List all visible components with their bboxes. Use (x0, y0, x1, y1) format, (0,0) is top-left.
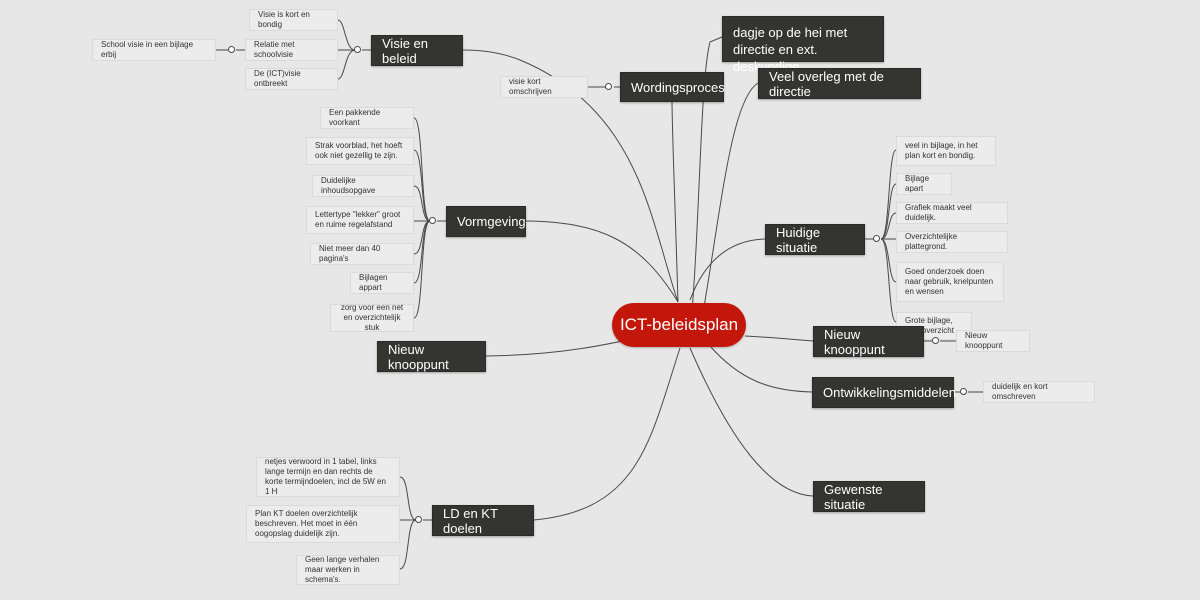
topic-label: Gewenste situatie (824, 481, 883, 512)
subtopic[interactable]: zorg voor een net en overzichtelijk stuk (330, 303, 414, 332)
topic-nieuw-knooppunt-right[interactable]: Nieuw knooppunt (813, 326, 924, 357)
collapse-toggle[interactable] (873, 235, 880, 242)
topic-veel-overleg[interactable]: Veel overleg met de directie (758, 68, 921, 99)
subtopic[interactable]: Visie is kort en bondig (249, 9, 338, 31)
subtopic[interactable]: Relatie met schoolvisie (245, 39, 338, 61)
link-ldkt (533, 347, 681, 521)
topic-label: Ontwikkelingsmiddelen (823, 385, 956, 400)
subtopic[interactable]: Overzichtelijke plattegrond. (896, 231, 1008, 253)
collapse-toggle[interactable] (429, 217, 436, 224)
topic-label: Visie en beleid (382, 35, 429, 66)
topic-wordingsproces[interactable]: Wordingsproces (620, 72, 725, 102)
topic-gewenste-situatie[interactable]: Gewenste situatie (813, 481, 925, 512)
collapse-toggle[interactable] (354, 46, 361, 53)
link-gewenste (689, 347, 814, 497)
topic-ld-en-kt-doelen[interactable]: LD en KT doelen (432, 505, 534, 536)
link-knoop-right (744, 335, 814, 342)
collapse-toggle[interactable] (415, 516, 422, 523)
topic-huidige-situatie[interactable]: Huidige situatie (765, 224, 865, 255)
topic-label: Veel overleg met de directie (769, 68, 884, 99)
subtopic[interactable]: veel in bijlage, in het plan kort en bon… (896, 136, 996, 166)
subtopic[interactable]: Plan KT doelen overzichtelijk beschreven… (246, 505, 400, 543)
link-wording-1 (689, 36, 723, 336)
topic-label: Wordingsproces (631, 79, 725, 95)
link-ontwikkeling (709, 345, 813, 393)
subtopic[interactable]: Grafiek maakt veel duidelijk. (896, 202, 1008, 224)
collapse-toggle[interactable] (228, 46, 235, 53)
topic-label: LD en KT doelen (443, 505, 498, 536)
link-huidige (689, 238, 766, 301)
subtopic[interactable]: netjes verwoord in 1 tabel, links lange … (256, 457, 400, 497)
subtopic[interactable]: visie kort omschrijven (500, 76, 588, 98)
topic-vormgeving[interactable]: Vormgeving (446, 206, 526, 237)
topic-label: Huidige situatie (776, 224, 821, 255)
subtopic[interactable]: Duidelijke inhoudsopgave (312, 175, 414, 197)
subtopic[interactable]: Strak voorblad, het hoeft ook niet gezel… (306, 137, 414, 165)
subtopic[interactable]: Bijlagen appart (350, 272, 414, 294)
subtopic[interactable]: De (ICT)visie ontbreekt (245, 68, 338, 90)
collapse-toggle[interactable] (605, 83, 612, 90)
subtopic[interactable]: Lettertype "lekker" groot en ruime regel… (306, 206, 414, 234)
topic-nieuw-knooppunt-left[interactable]: Nieuw knooppunt (377, 341, 486, 372)
subtopic[interactable]: Nieuw knooppunt (956, 330, 1030, 352)
topic-label: Nieuw knooppunt (824, 326, 885, 357)
subtopic[interactable]: Geen lange verhalen maar werken in schem… (296, 555, 400, 585)
subtopic[interactable]: Een pakkende voorkant (320, 107, 414, 129)
subtopic[interactable]: Goed onderzoek doen naar gebruik, knelpu… (896, 262, 1004, 302)
subtopic[interactable]: duidelijk en kort omschreven (983, 381, 1095, 403)
central-topic-label: ICT-beleidsplan (619, 315, 739, 334)
topic-label: Nieuw knooppunt (388, 341, 449, 372)
subtopic-detail[interactable]: School visie in een bijlage erbij (92, 39, 216, 61)
central-topic[interactable]: ICT-beleidsplan (612, 303, 746, 347)
link-visie (462, 49, 679, 303)
link-wording (671, 98, 679, 303)
subtopic[interactable]: Bijlage apart (896, 173, 952, 195)
topic-ontwikkelingsmiddelen[interactable]: Ontwikkelingsmiddelen (812, 377, 956, 408)
subtopic[interactable]: Niet meer dan 40 pagina's (310, 243, 414, 265)
topic-dagje-op-de-hei[interactable]: dagje op de hei met directie en ext. des… (722, 16, 884, 74)
link-wording-2 (699, 82, 759, 331)
collapse-toggle[interactable] (932, 337, 939, 344)
topic-label: Vormgeving (457, 214, 526, 229)
topic-visie-en-beleid[interactable]: Visie en beleid (371, 35, 463, 66)
link-vormgeving (525, 220, 679, 303)
collapse-toggle[interactable] (960, 388, 967, 395)
